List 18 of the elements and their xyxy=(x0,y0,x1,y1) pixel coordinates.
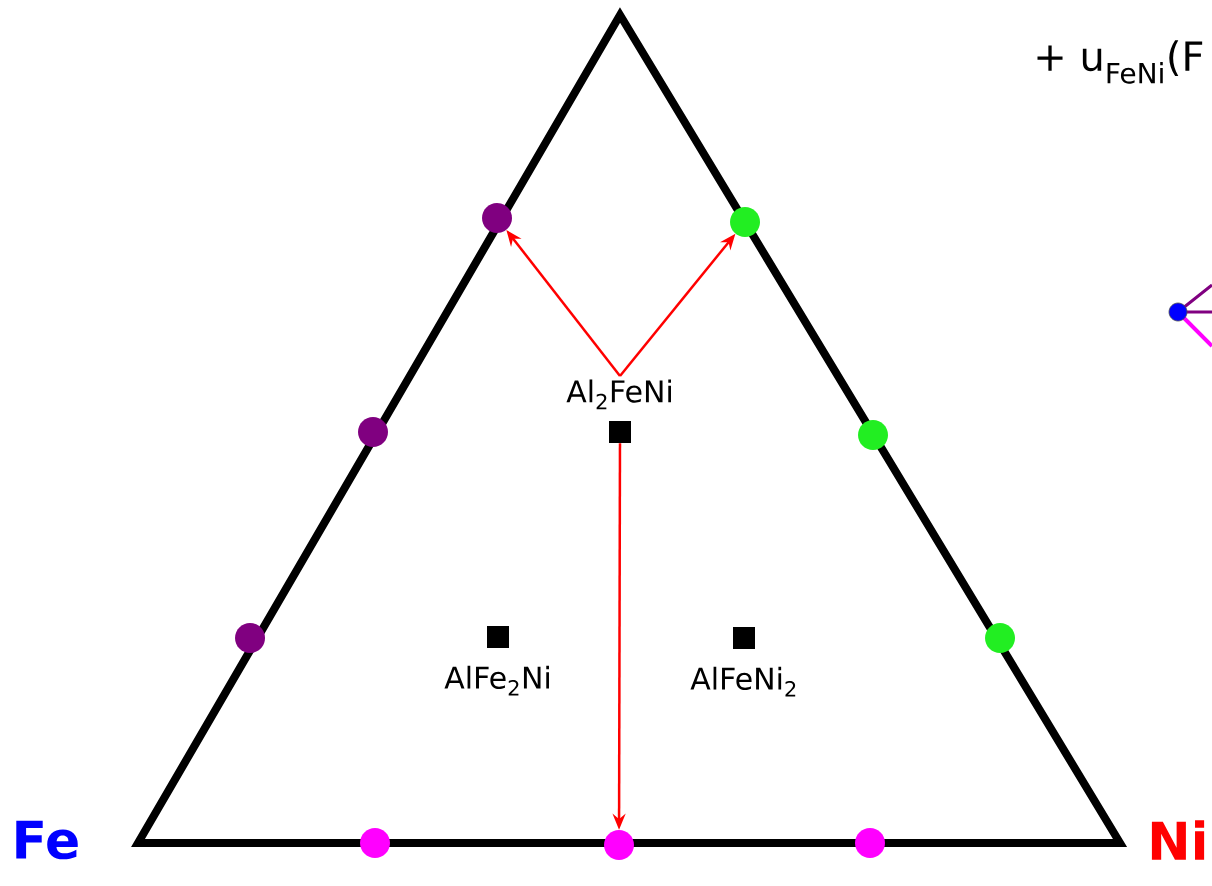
square-marker xyxy=(690,627,796,697)
dot-marker xyxy=(855,828,885,858)
dot-marker xyxy=(360,828,390,858)
square-marker xyxy=(566,379,671,443)
dot-marker xyxy=(604,830,634,860)
vertex-label: Fe xyxy=(16,820,78,860)
dot-marker xyxy=(985,623,1015,653)
label-text: Al$_{2}$FeNi xyxy=(566,379,671,410)
dot-marker xyxy=(358,417,388,447)
label-text: AlFe$_{2}$Ni xyxy=(444,665,549,696)
dot-marker xyxy=(730,207,760,237)
label-text: AlFeNi$_{2}$ xyxy=(690,666,796,697)
dot-marker xyxy=(858,420,888,450)
vertex-label: Ni xyxy=(1151,820,1205,860)
formula-text: + u$_{FeNi}$(F xyxy=(1037,40,1203,84)
dot-marker xyxy=(235,623,265,653)
dot-marker xyxy=(482,203,512,233)
square-marker xyxy=(444,626,549,696)
